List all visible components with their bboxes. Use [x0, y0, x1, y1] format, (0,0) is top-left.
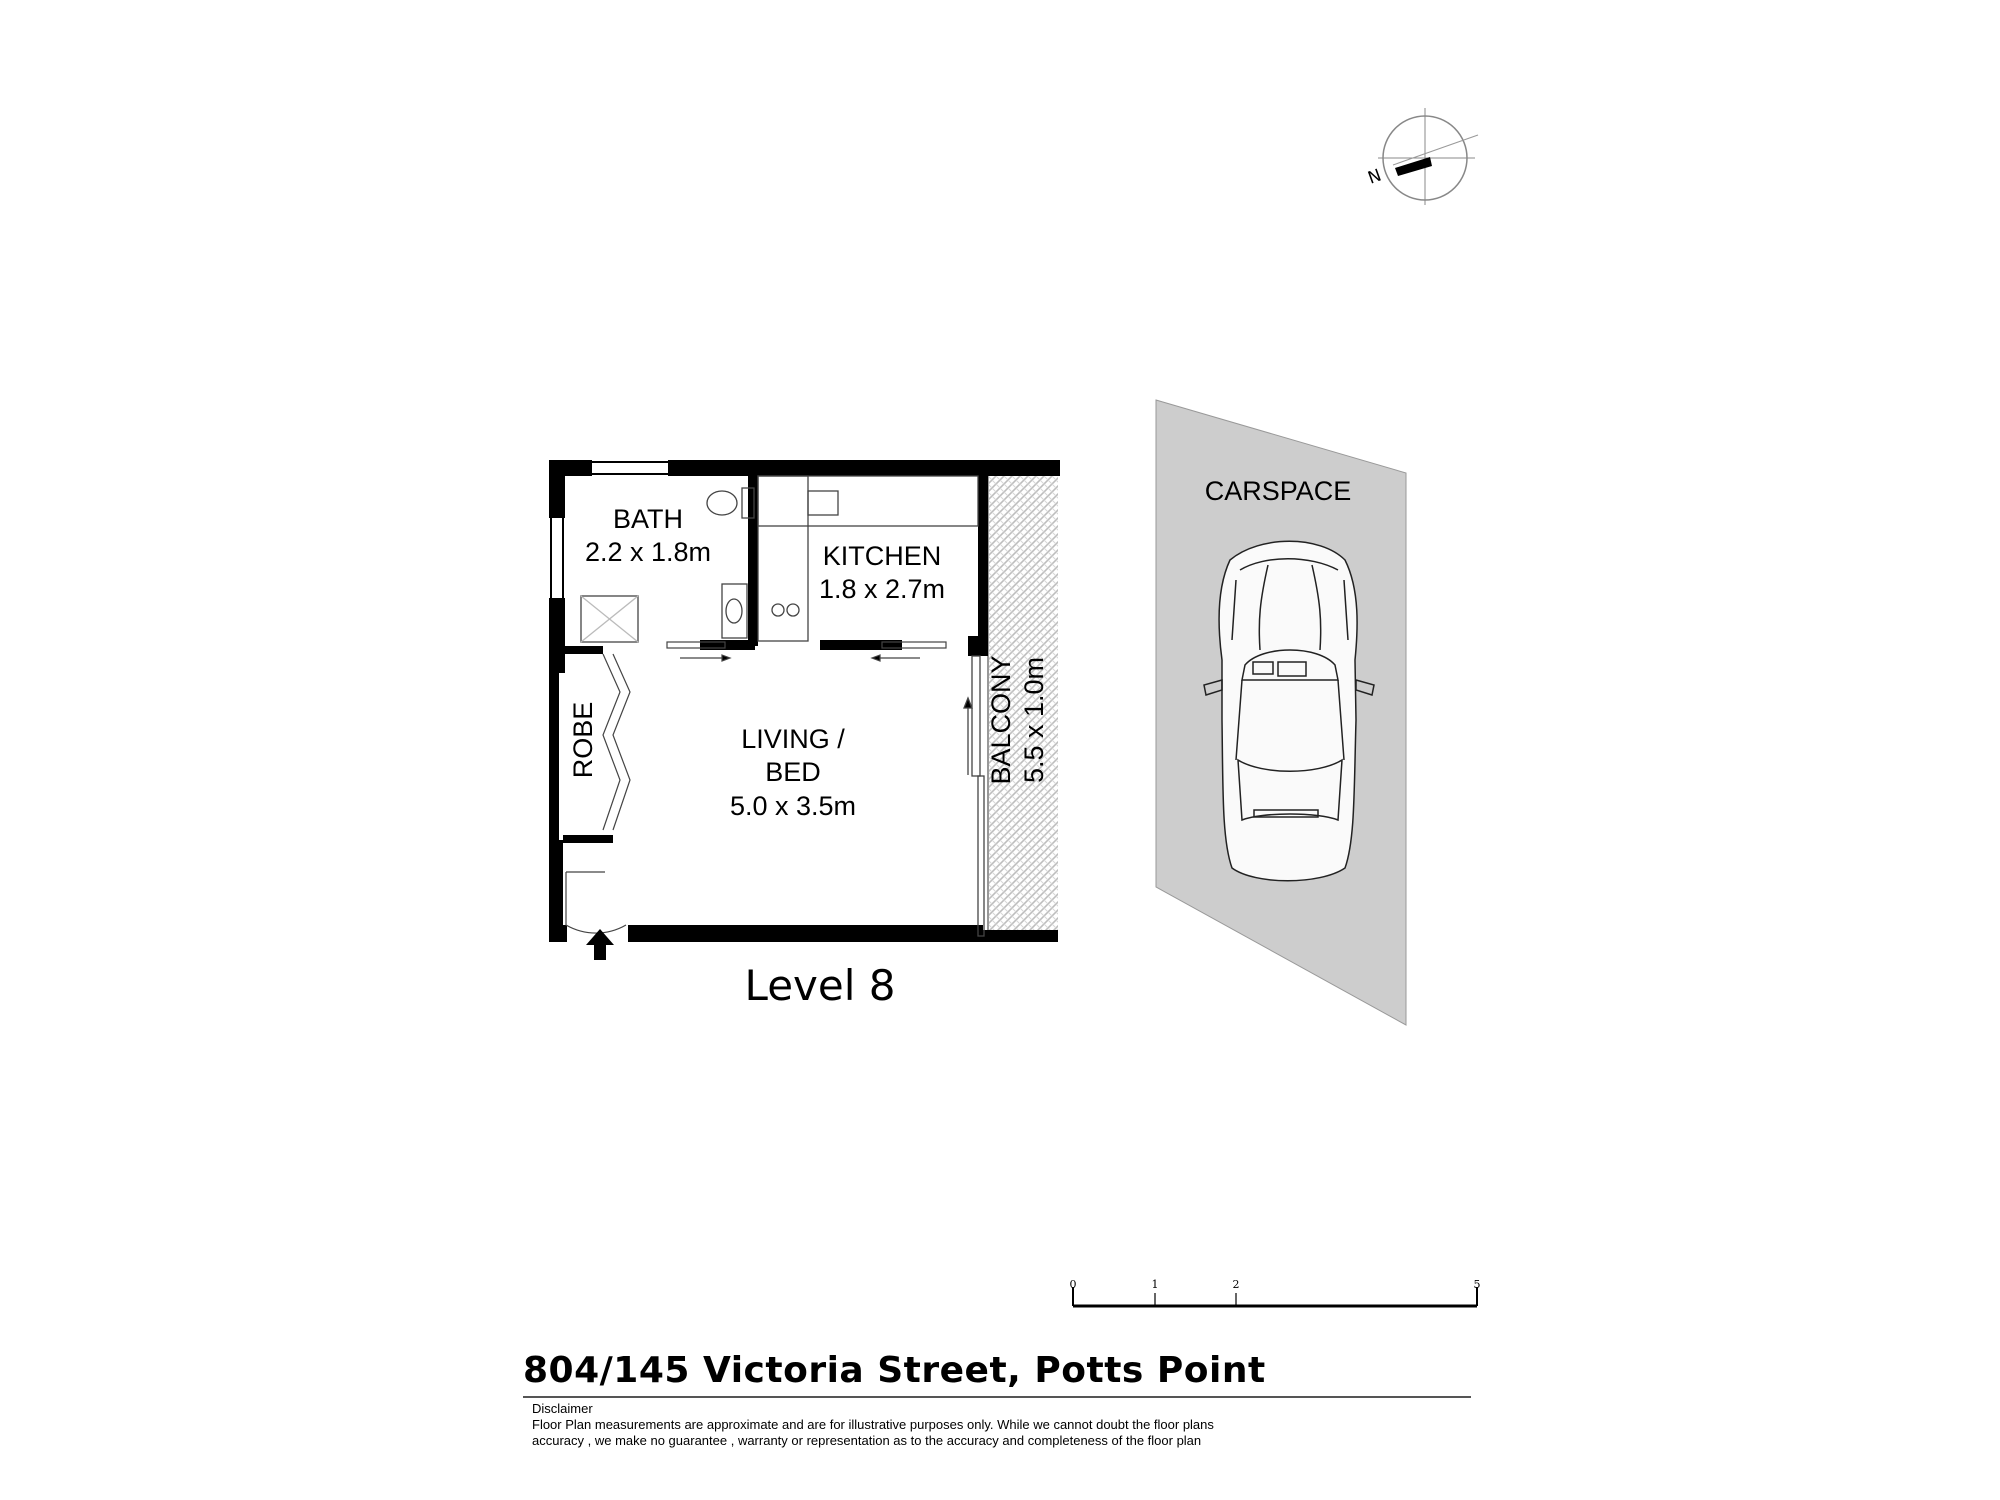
scale-tick-2: 2 [1233, 1278, 1240, 1291]
kitchen-dimensions: 1.8 x 2.7m [819, 574, 945, 604]
bath-label: BATH [613, 504, 683, 534]
internal-doors [565, 641, 947, 934]
balcony-area [988, 462, 1058, 932]
bath-fixtures [580, 487, 755, 643]
kitchen-fixtures [757, 475, 979, 642]
balcony-label: BALCONY [986, 655, 1016, 784]
disclaimer-line-1: Floor Plan measurements are approximate … [532, 1417, 1214, 1432]
balcony-sliding-door [963, 655, 985, 937]
apartment-walls [549, 460, 1060, 942]
entry-arrow-icon [586, 929, 614, 960]
disclaimer-block: Disclaimer Floor Plan measurements are a… [532, 1401, 1432, 1449]
robe-label: ROBE [568, 702, 598, 779]
living-dimensions: 5.0 x 3.5m [730, 791, 856, 821]
scale-tick-5: 5 [1474, 1278, 1481, 1291]
address-divider [523, 1396, 1471, 1398]
compass-north-label: N [1365, 166, 1384, 189]
scale-tick-1: 1 [1152, 1278, 1159, 1291]
disclaimer-line-2: accuracy , we make no guarantee , warran… [532, 1433, 1202, 1448]
scale-tick-0: 0 [1070, 1278, 1077, 1291]
balcony-dimensions: 5.5 x 1.0m [1019, 657, 1049, 783]
property-address: 804/145 Victoria Street, Potts Point [523, 1350, 1266, 1391]
bed-label: BED [765, 757, 821, 787]
car-icon [1203, 540, 1375, 882]
compass-icon: N [1365, 108, 1479, 205]
living-label: LIVING / [741, 724, 845, 754]
bath-dimensions: 2.2 x 1.8m [585, 537, 711, 567]
carspace-label: CARSPACE [1205, 476, 1352, 506]
disclaimer-title: Disclaimer [532, 1401, 593, 1416]
kitchen-label: KITCHEN [823, 541, 942, 571]
level-label: Level 8 [745, 961, 896, 1010]
scale-bar: 0 1 2 5 [1070, 1278, 1481, 1308]
